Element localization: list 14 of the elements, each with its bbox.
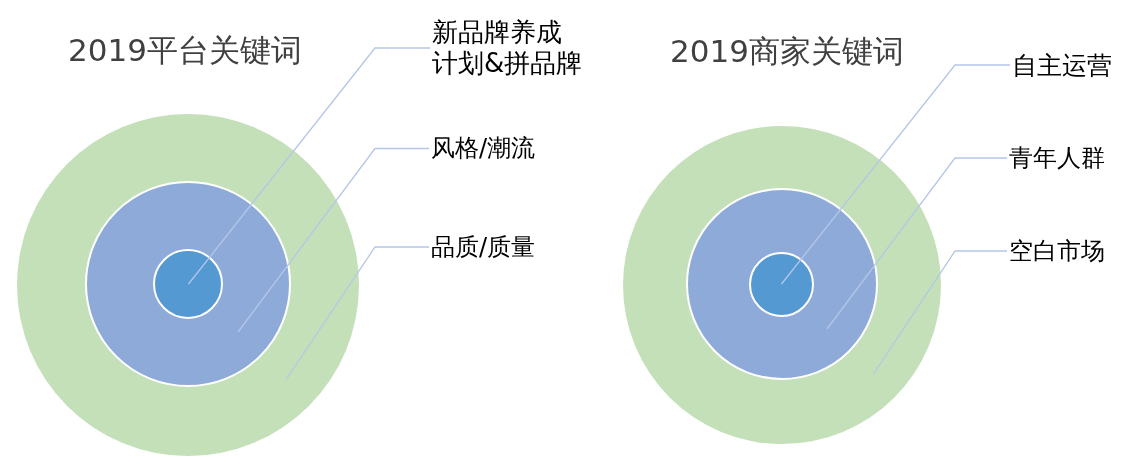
keyword-label: 青年人群 <box>1009 142 1105 174</box>
leader-line <box>187 47 431 285</box>
keyword-label: 自主运营 <box>1012 49 1112 81</box>
panel-title: 2019商家关键词 <box>670 32 904 70</box>
leader-line <box>872 250 1008 375</box>
keyword-label: 品质/质量 <box>431 231 536 263</box>
panel-title: 2019平台关键词 <box>68 31 302 69</box>
leader-line <box>285 246 430 380</box>
keyword-label: 新品牌养成计划&拼品牌 <box>432 17 585 79</box>
leader-line <box>780 64 1011 285</box>
leader-line <box>826 157 1008 330</box>
leader-line <box>237 147 430 333</box>
keyword-label: 风格/潮流 <box>431 133 536 164</box>
keyword-label: 空白市场 <box>1009 235 1105 267</box>
